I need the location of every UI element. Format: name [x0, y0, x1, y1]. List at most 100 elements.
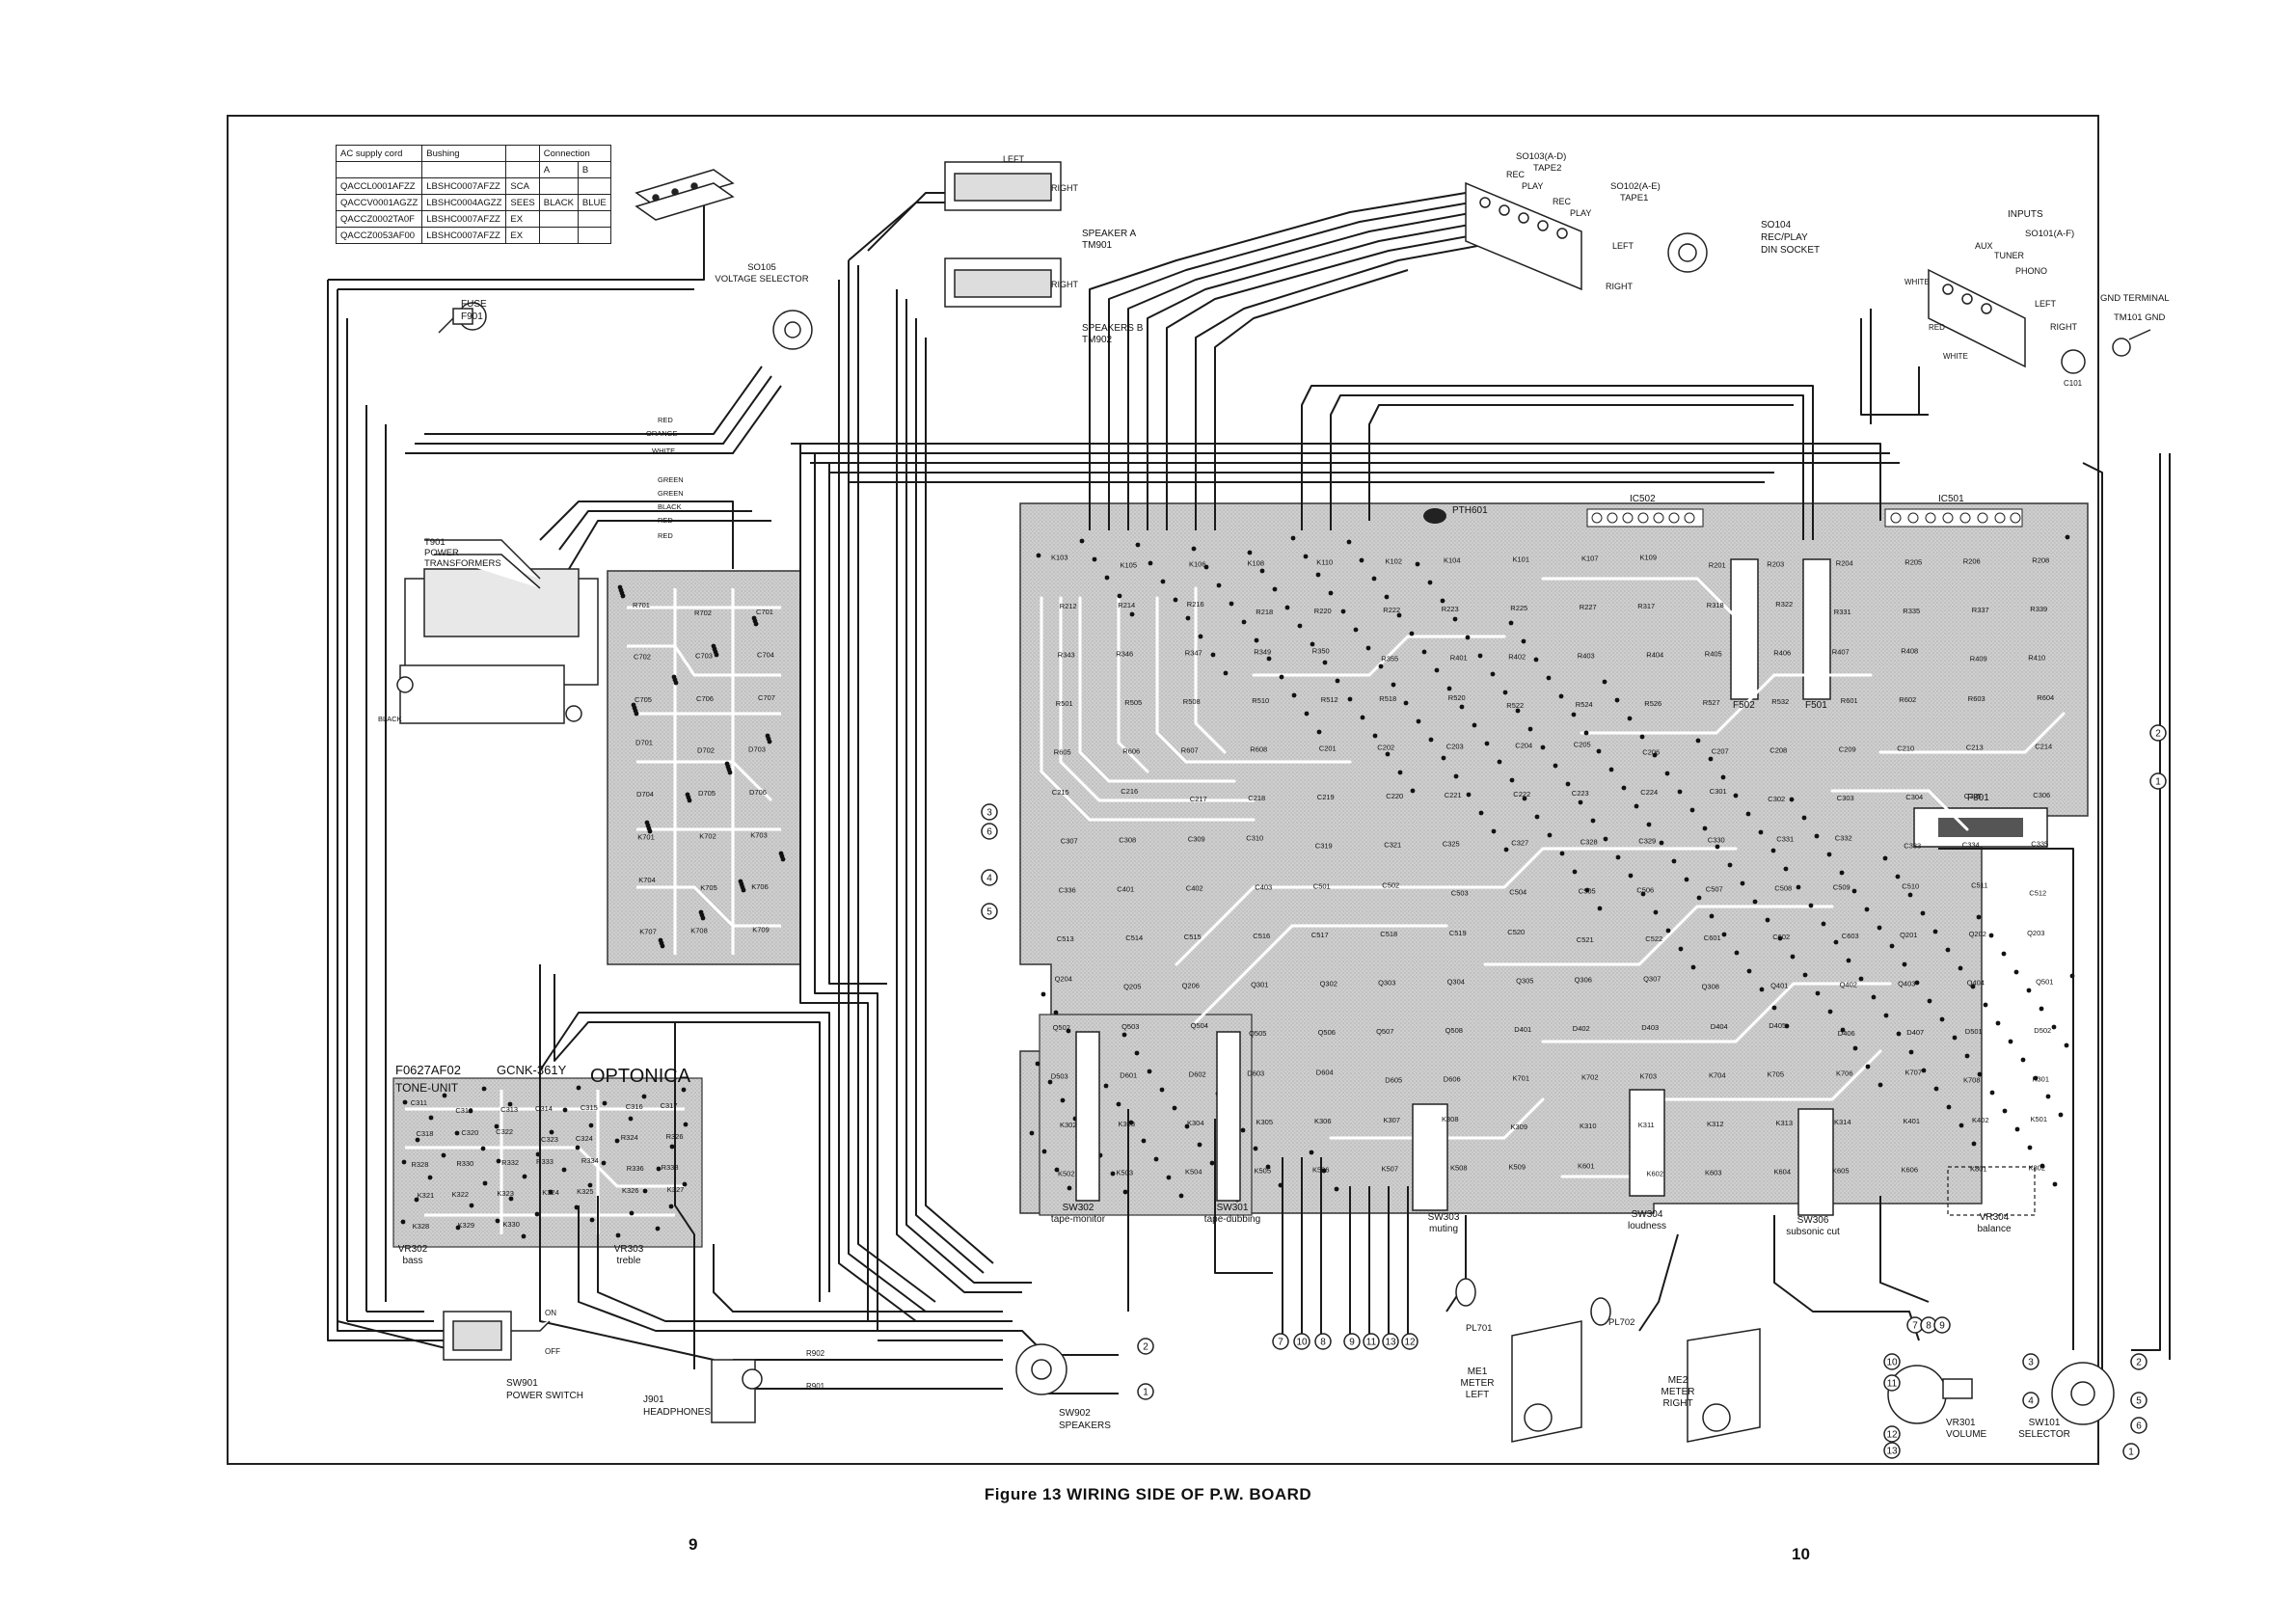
- solder-pad: [1491, 828, 1497, 834]
- part-designator: C302: [1768, 795, 1785, 803]
- part-designator: C202: [1377, 744, 1394, 752]
- solder-pad: [1290, 535, 1296, 541]
- edge-marker-number: 3: [2028, 1358, 2034, 1368]
- solder-pad: [1771, 1005, 1777, 1011]
- solder-pad: [1346, 539, 1352, 545]
- solder-pad: [1035, 1061, 1040, 1067]
- solder-pad: [1509, 777, 1515, 783]
- resistor-label: R901: [806, 1382, 825, 1391]
- wire-color-label: RED: [658, 416, 673, 424]
- part-designator: R603: [1968, 694, 1985, 703]
- part-designator: C501: [1313, 881, 1331, 890]
- solder-pad: [1254, 637, 1259, 643]
- speaker-left-label: LEFT: [1003, 154, 1025, 164]
- solder-pad: [1971, 1141, 1977, 1147]
- muting-switch-label: SW303: [1428, 1212, 1460, 1223]
- part-designator: C515: [1184, 933, 1202, 941]
- solder-pad: [614, 1138, 620, 1144]
- loudness-switch-label: loudness: [1628, 1221, 1666, 1232]
- part-designator: K326: [622, 1186, 639, 1195]
- solder-pad: [660, 943, 665, 949]
- part-designator: C518: [1380, 930, 1397, 938]
- solder-pad: [1478, 810, 1484, 816]
- part-designator: Q201: [1900, 931, 1917, 939]
- connector-marker-number: 11: [1887, 1379, 1898, 1390]
- solder-pad: [1040, 991, 1046, 997]
- solder-pad: [1041, 1149, 1047, 1154]
- part-designator: R227: [1580, 603, 1597, 611]
- balance-pot-icon: [1947, 1166, 2036, 1216]
- solder-pad: [427, 1175, 433, 1180]
- part-designator: C519: [1449, 929, 1467, 937]
- part-designator: Q204: [1055, 974, 1072, 983]
- part-designator: Q508: [1445, 1026, 1463, 1035]
- wire-color-label: WHITE: [1904, 278, 1930, 286]
- part-designator: K507: [1381, 1165, 1398, 1174]
- right-label: RIGHT: [1606, 282, 1634, 291]
- solder-pad: [496, 1158, 501, 1164]
- solder-pad: [687, 798, 692, 803]
- solder-pad: [576, 1085, 581, 1091]
- part-designator: C214: [2035, 743, 2052, 751]
- solder-pad: [2027, 1145, 2033, 1150]
- part-designator: C704: [757, 650, 774, 659]
- solder-pad: [1434, 667, 1440, 673]
- solder-pad: [1902, 961, 1907, 967]
- solder-pad: [1583, 730, 1589, 736]
- solder-pad: [402, 1099, 408, 1105]
- solder-pad: [1508, 620, 1514, 626]
- solder-pad: [1621, 785, 1627, 791]
- solder-pad: [1733, 793, 1739, 798]
- wire-color-label: ORANGE: [646, 429, 678, 438]
- connector-marker-number: 12: [1886, 1430, 1898, 1441]
- part-designator: Q307: [1643, 974, 1661, 983]
- part-designator: K401: [1903, 1117, 1920, 1125]
- meter-icon: [1511, 1320, 1761, 1443]
- solder-pad: [1777, 935, 1783, 941]
- connector-marker-number: 10: [1886, 1358, 1898, 1368]
- connector-marker-number: 11: [1366, 1338, 1377, 1348]
- input-jack-icon: [1928, 268, 2026, 368]
- solder-pad: [1615, 854, 1621, 860]
- part-designator: Q404: [1967, 978, 1985, 987]
- part-designator: K502: [1058, 1170, 1075, 1178]
- power-switch-label: POWER SWITCH: [506, 1391, 583, 1401]
- solder-pad: [1466, 792, 1472, 798]
- solder-pad: [1153, 1156, 1159, 1162]
- rec-label: REC: [1553, 197, 1572, 206]
- connector-marker: [1883, 1374, 1901, 1392]
- part-designator: R208: [2032, 555, 2049, 564]
- part-designator: Q306: [1575, 975, 1592, 984]
- part-designator: D407: [1906, 1028, 1924, 1037]
- part-designator: C319: [1315, 842, 1333, 851]
- part-designator: C308: [1119, 836, 1136, 845]
- play-label: PLAY: [1570, 208, 1591, 218]
- part-designator: R403: [1578, 651, 1595, 660]
- board-code-label: TONE-UNIT: [395, 1081, 459, 1095]
- tone-control-board: [392, 1077, 703, 1248]
- solder-pad: [1347, 696, 1353, 702]
- solder-pad: [1128, 1120, 1134, 1125]
- selector-switch-icon: [2051, 1362, 2115, 1425]
- part-designator: R604: [2037, 693, 2054, 702]
- part-designator: C506: [1636, 885, 1654, 894]
- part-designator: C520: [1507, 928, 1525, 936]
- solder-pad: [1497, 759, 1502, 765]
- solder-pad: [1291, 692, 1297, 698]
- solder-pad: [1410, 788, 1416, 794]
- fuse-label: F801: [1967, 793, 1989, 803]
- solder-pad: [1871, 994, 1877, 1000]
- part-designator: R330: [456, 1159, 473, 1168]
- thermistor-label: PTH601: [1452, 505, 1488, 516]
- part-designator: R225: [1510, 604, 1527, 612]
- solder-pad: [1565, 781, 1571, 787]
- table-cell: LBSHC0007AFZZ: [421, 177, 507, 195]
- solder-pad: [1397, 770, 1403, 775]
- part-designator: R201: [1709, 560, 1726, 569]
- part-designator: C208: [1769, 746, 1787, 755]
- part-designator: Q301: [1251, 980, 1268, 988]
- solder-pad: [588, 1123, 594, 1128]
- part-designator: R334: [581, 1156, 599, 1165]
- pcb-pads: [1029, 534, 2075, 1203]
